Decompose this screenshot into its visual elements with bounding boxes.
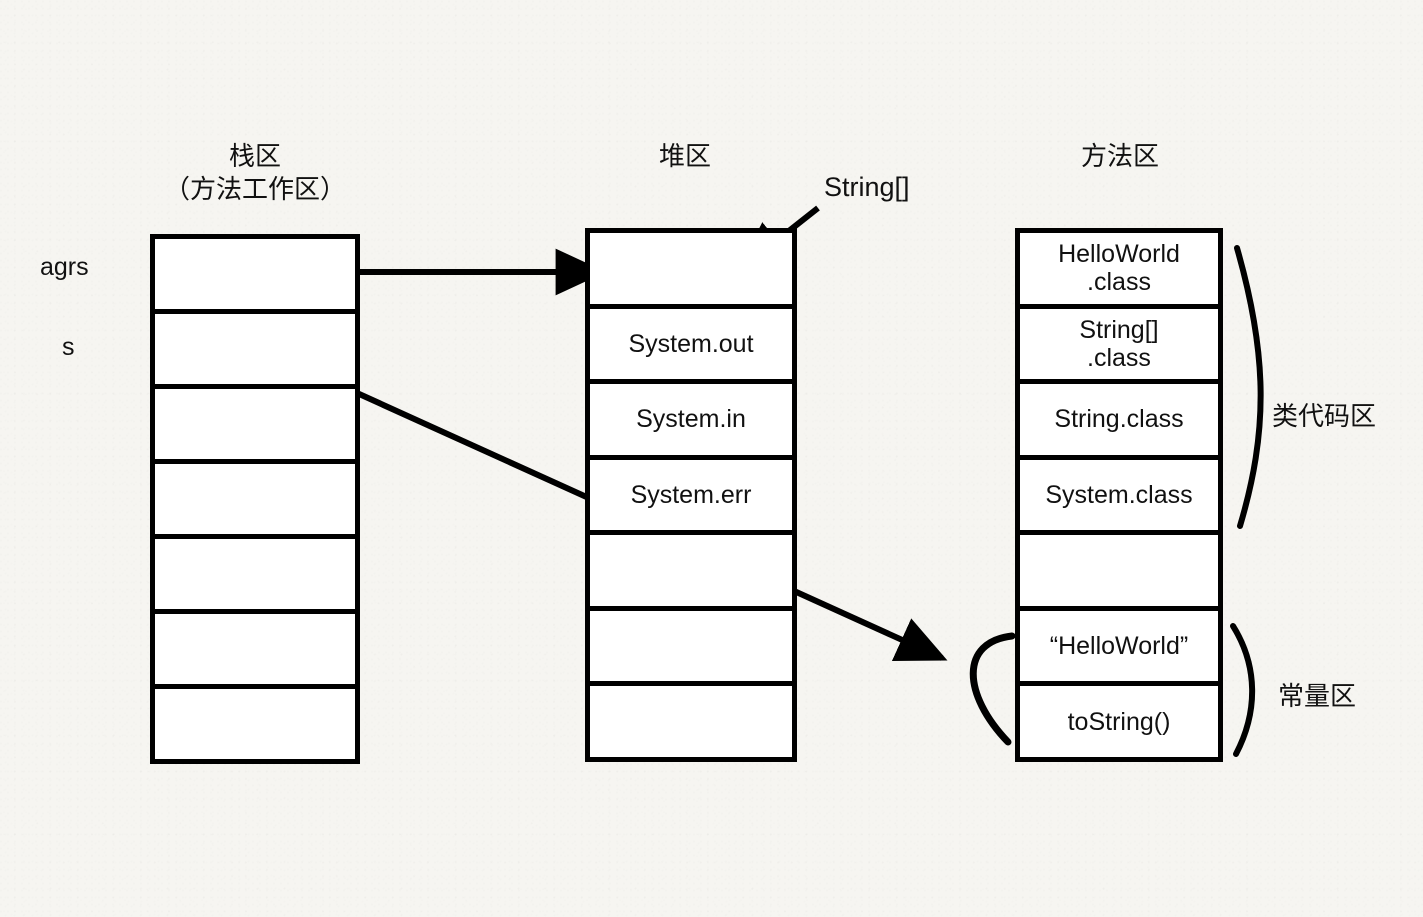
heap-cell-system-in: System.in: [590, 384, 792, 460]
stack-cell: [155, 389, 355, 464]
stack-cell: [155, 239, 355, 314]
method-cell-string-class: String.class: [1020, 384, 1218, 460]
stack-cell: [155, 539, 355, 614]
method-cell: [1020, 535, 1218, 611]
stack-var-label-s: s: [62, 333, 75, 361]
class-code-area-brace: [1234, 245, 1264, 529]
stack-area-block: [150, 234, 360, 764]
stack-cell: [155, 464, 355, 539]
class-code-area-label: 类代码区: [1272, 401, 1377, 431]
stack-cell: [155, 614, 355, 689]
heap-cell: [590, 686, 792, 758]
heap-cell: [590, 610, 792, 687]
heap-cell-system-err: System.err: [590, 459, 792, 536]
method-cell-constant-helloworld: “HelloWorld”: [1020, 610, 1218, 687]
heap-cell: [590, 535, 792, 611]
constant-area-brace: [1230, 623, 1256, 757]
method-cell-helloworld-class: HelloWorld .class: [1020, 233, 1218, 309]
stack-cell: [155, 314, 355, 389]
method-cell-constant-tostring: toString(): [1020, 686, 1218, 758]
heap-cell-system-out: System.out: [590, 308, 792, 385]
stack-area-title: 栈区 （方法工作区）: [163, 141, 346, 205]
heap-cell-string-array: [590, 233, 792, 309]
heap-area-block: System.out System.in System.err: [585, 228, 797, 762]
method-area-title: 方法区: [1080, 141, 1159, 171]
string-array-callout-label: String[]: [824, 172, 910, 202]
heap-area-title: 堆区: [658, 141, 711, 171]
stack-var-label-args: agrs: [40, 253, 89, 281]
method-cell-string-array-class: String[] .class: [1020, 308, 1218, 385]
constant-area-label: 常量区: [1278, 681, 1357, 711]
constant-pair-brace: [969, 632, 1016, 746]
method-area-block: HelloWorld .class String[] .class String…: [1015, 228, 1223, 762]
stack-cell: [155, 689, 355, 759]
method-cell-system-class: System.class: [1020, 459, 1218, 536]
